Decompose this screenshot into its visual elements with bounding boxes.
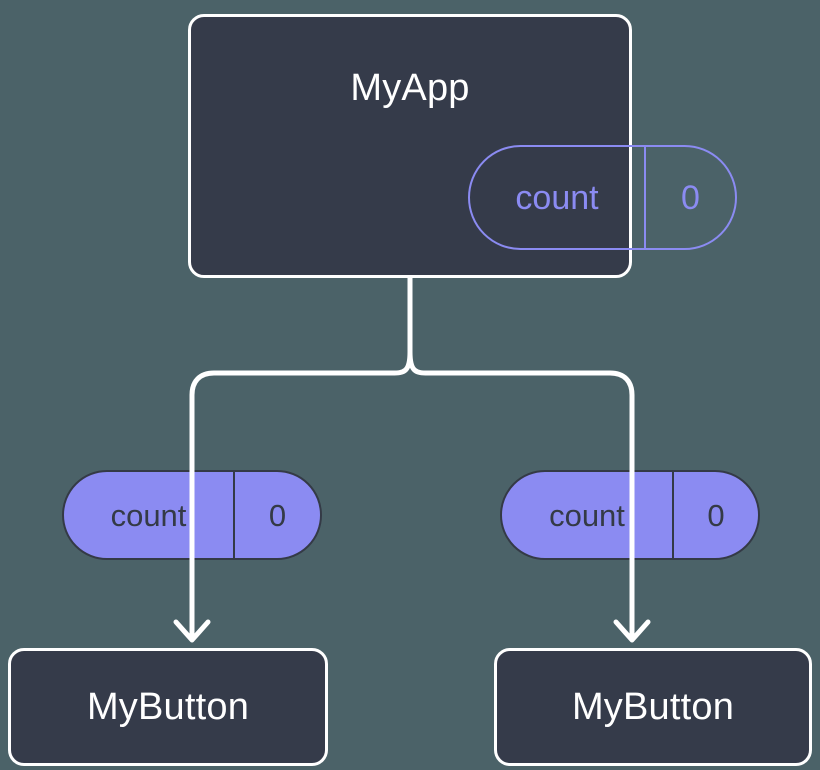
state-pill-key: count <box>470 147 646 248</box>
state-pill-count[interactable]: count 0 <box>468 145 737 250</box>
component-node-mybutton-right[interactable]: MyButton <box>494 648 812 766</box>
edge-split-right <box>407 351 635 480</box>
prop-pill-value: 0 <box>268 497 287 533</box>
prop-pill-count-left[interactable]: count 0 <box>62 470 322 560</box>
arrowhead-icon-left <box>173 619 211 643</box>
component-title-mybutton: MyButton <box>571 686 735 728</box>
component-title-myapp: MyApp <box>350 67 470 109</box>
component-title-mybutton: MyButton <box>86 686 250 728</box>
prop-pill-count-right[interactable]: count 0 <box>500 470 760 560</box>
component-node-mybutton-left[interactable]: MyButton <box>8 648 328 766</box>
prop-pill-key: count <box>502 472 674 558</box>
component-node-myapp[interactable]: MyApp count 0 <box>188 14 737 278</box>
arrowhead-icon-right <box>613 619 651 643</box>
prop-pill-key: count <box>64 472 235 558</box>
prop-pill-value: 0 <box>707 497 725 533</box>
edge-split-left <box>189 351 413 480</box>
state-pill-value: 0 <box>681 178 700 217</box>
